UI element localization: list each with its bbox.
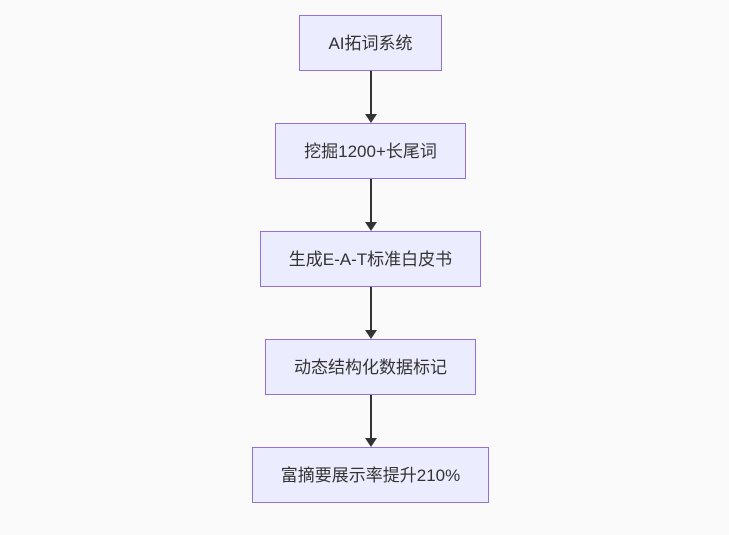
flow-node-label: 挖掘1200+长尾词: [304, 141, 437, 161]
flow-node-ai-word-expansion-system: AI拓词系统: [299, 15, 442, 71]
flow-edge-1: [364, 71, 377, 123]
flow-edge-2: [364, 179, 377, 231]
arrow-line: [369, 287, 372, 330]
flow-node-mine-longtail-keywords: 挖掘1200+长尾词: [275, 123, 466, 179]
flow-node-generate-eat-whitepaper: 生成E-A-T标准白皮书: [259, 231, 482, 287]
arrow-down-icon: [364, 438, 377, 447]
arrow-line: [369, 395, 372, 438]
arrow-down-icon: [364, 114, 377, 123]
flowchart-canvas: AI拓词系统 挖掘1200+长尾词 生成E-A-T标准白皮书 动态结构化数据标记…: [6, 0, 729, 535]
arrow-down-icon: [364, 222, 377, 231]
flow-edge-4: [364, 395, 377, 447]
flow-node-rich-snippet-rate-increase: 富摘要展示率提升210%: [251, 447, 490, 503]
flow-node-label: 生成E-A-T标准白皮书: [288, 249, 453, 269]
flow-node-dynamic-structured-data-markup: 动态结构化数据标记: [265, 339, 476, 395]
flow-edge-3: [364, 287, 377, 339]
flow-node-label: 动态结构化数据标记: [294, 357, 447, 377]
flow-node-label: 富摘要展示率提升210%: [280, 465, 461, 485]
arrow-down-icon: [364, 330, 377, 339]
arrow-line: [369, 71, 372, 114]
flow-node-label: AI拓词系统: [328, 33, 413, 53]
arrow-line: [369, 179, 372, 222]
